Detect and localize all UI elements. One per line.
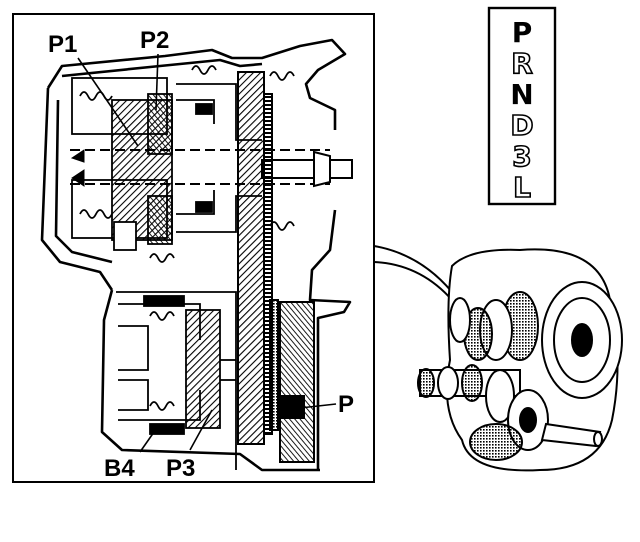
exploded-gearbox-illustration bbox=[417, 248, 623, 472]
selector-position-l: L bbox=[513, 171, 531, 204]
selector-position-p: P bbox=[512, 16, 533, 49]
selector-position-3: 3 bbox=[512, 140, 531, 173]
housing-outline bbox=[40, 38, 352, 472]
label-leaders bbox=[77, 53, 337, 453]
gear-selector-panel: P R N D 3 L bbox=[487, 6, 557, 206]
label-p2: P2 bbox=[140, 27, 169, 54]
lower-gear-assembly bbox=[116, 291, 237, 470]
selector-position-d: D bbox=[510, 109, 533, 142]
label-p: P bbox=[338, 391, 354, 418]
label-p1: P1 bbox=[48, 31, 77, 58]
cutaway-frame bbox=[12, 13, 375, 483]
output-gear-p bbox=[269, 299, 315, 463]
label-b4: B4 bbox=[104, 455, 135, 482]
selector-position-n: N bbox=[510, 78, 533, 111]
label-p3: P3 bbox=[166, 455, 195, 482]
central-drum-gear bbox=[237, 71, 273, 445]
callout-line bbox=[373, 245, 453, 301]
main-shaft bbox=[70, 149, 353, 188]
selector-position-r: R bbox=[511, 47, 533, 80]
